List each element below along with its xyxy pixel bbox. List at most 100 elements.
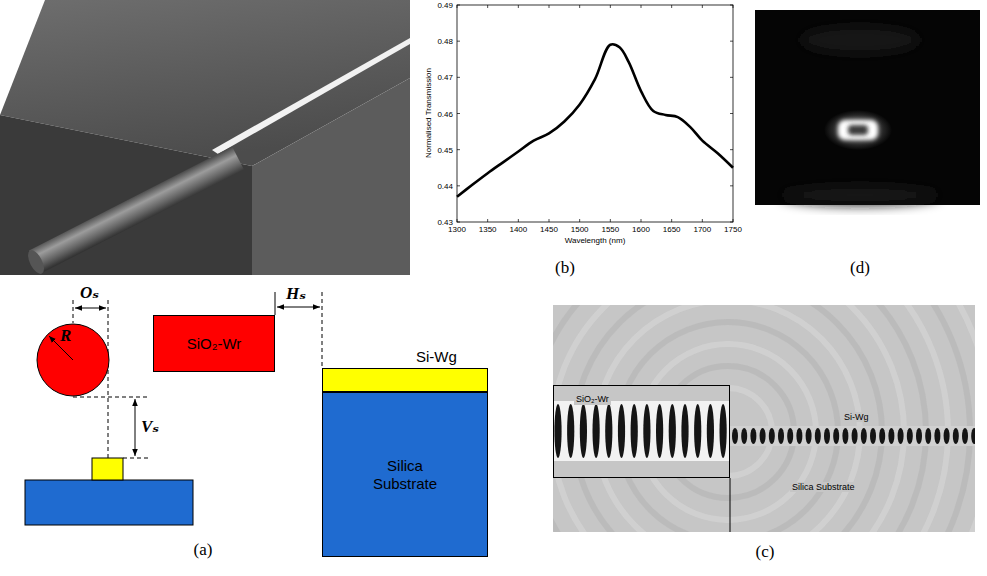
axis-tick-label: 1650 (663, 225, 681, 234)
render-3d (0, 0, 410, 276)
axis-tick (671, 5, 672, 8)
fringe (593, 404, 600, 458)
axis-tick-label: 0.49 (437, 1, 453, 10)
fringe (787, 428, 793, 444)
dimension-label: Vₛ (141, 416, 159, 437)
panel-label: (c) (756, 542, 775, 562)
axis-tick (702, 5, 703, 8)
axis-tick (549, 5, 550, 8)
fringe (732, 428, 738, 444)
part-name: Silica Substrate (359, 457, 451, 493)
circle-outline (36, 323, 110, 397)
part-name: SiO₂-Wr (187, 335, 242, 353)
substrate-edge-line (730, 478, 731, 532)
axis-tick-label: 1400 (509, 225, 527, 234)
field-ripple (553, 305, 948, 532)
mode-core (848, 125, 868, 135)
dimension-lines (73, 292, 322, 458)
fringe (567, 404, 574, 458)
silicon-wire-cross-section (92, 458, 123, 480)
fringe (861, 428, 867, 444)
field-ripple (553, 305, 975, 532)
fringe (707, 404, 714, 458)
axis-tick-label: 0.45 (437, 145, 453, 154)
axis-tick (733, 219, 734, 222)
fringe (898, 428, 904, 444)
fringe (842, 428, 848, 444)
axis-tick (610, 219, 611, 222)
axis-tick-label: 1550 (601, 225, 619, 234)
silicon-field-band (730, 426, 975, 446)
axis-tick-label: 1300 (448, 225, 466, 234)
silicon-fringes (732, 428, 975, 444)
axis-tick (702, 219, 703, 222)
fringe-band (553, 401, 729, 461)
chip-side-face (252, 78, 410, 275)
axis-tick-label: 0.44 (437, 181, 453, 190)
axis-tick (457, 41, 460, 42)
region-name: SiO₂-Wr (574, 394, 611, 405)
fringe (778, 428, 784, 444)
axis-tick (579, 5, 580, 8)
mode-image-ground (755, 10, 980, 205)
fringe (605, 404, 612, 458)
axis-tick-label: 1700 (693, 225, 711, 234)
axis-tick-label: 1750 (724, 225, 742, 234)
axis-tick (610, 5, 611, 8)
dimension-label: Hₛ (286, 283, 306, 304)
axis-tick (730, 77, 733, 78)
field-box-ground (553, 385, 730, 478)
fringe (618, 404, 625, 458)
field-ripple (553, 305, 975, 532)
fiber-core-shape (37, 324, 109, 396)
wire-cylinder (35, 158, 238, 262)
fringe (643, 404, 650, 458)
region-name: Silica Substrate (790, 482, 857, 492)
field-ripple (553, 305, 975, 532)
part-name: Si-Wg (416, 348, 487, 366)
guide-line (275, 292, 276, 315)
axis-tick (641, 5, 642, 8)
axis-tick (457, 185, 460, 186)
fringe (953, 428, 959, 444)
wire-end (25, 248, 47, 277)
axis-tick (730, 41, 733, 42)
transmission-curve (457, 44, 733, 196)
axis-tick (518, 219, 519, 222)
dashed-guide (108, 300, 109, 458)
fringe (631, 404, 638, 458)
region-name: Si-Wg (842, 412, 871, 422)
dashed-guide (123, 458, 150, 459)
axis-tick (730, 5, 733, 6)
dimension-arrow (277, 307, 320, 308)
field-ripple (553, 305, 926, 532)
axis-tick-label: 1500 (571, 225, 589, 234)
axis-tick (641, 219, 642, 222)
field-wire-region: SiO₂-Wr (553, 385, 730, 478)
field-ripple (553, 305, 975, 532)
dashed-guide (322, 292, 323, 368)
axis-tick (730, 113, 733, 114)
axis-tick-label: 1450 (540, 225, 558, 234)
transmission-plot (457, 5, 733, 222)
fringe (580, 404, 587, 458)
axis-tick (487, 5, 488, 8)
axis-tick-label: 0.48 (437, 37, 453, 46)
fringe (815, 428, 821, 444)
mode-profile-image (755, 10, 980, 205)
axis-tick-label: 1350 (479, 225, 497, 234)
axis-tick (457, 113, 460, 114)
axis-tick-label: 1600 (632, 225, 650, 234)
fringe (879, 428, 885, 444)
axis-tick (730, 149, 733, 150)
axis-tick (457, 5, 458, 8)
silicon-waveguide-layer: Si-Wg (322, 368, 488, 392)
plot-frame (457, 5, 733, 222)
field-ripple (553, 305, 970, 532)
dimension-arrow (135, 399, 136, 456)
mode-spot (838, 120, 878, 140)
axis-tick (730, 185, 733, 186)
field-ripple (553, 305, 975, 532)
silica-wire-box: SiO₂-Wr (153, 315, 275, 372)
